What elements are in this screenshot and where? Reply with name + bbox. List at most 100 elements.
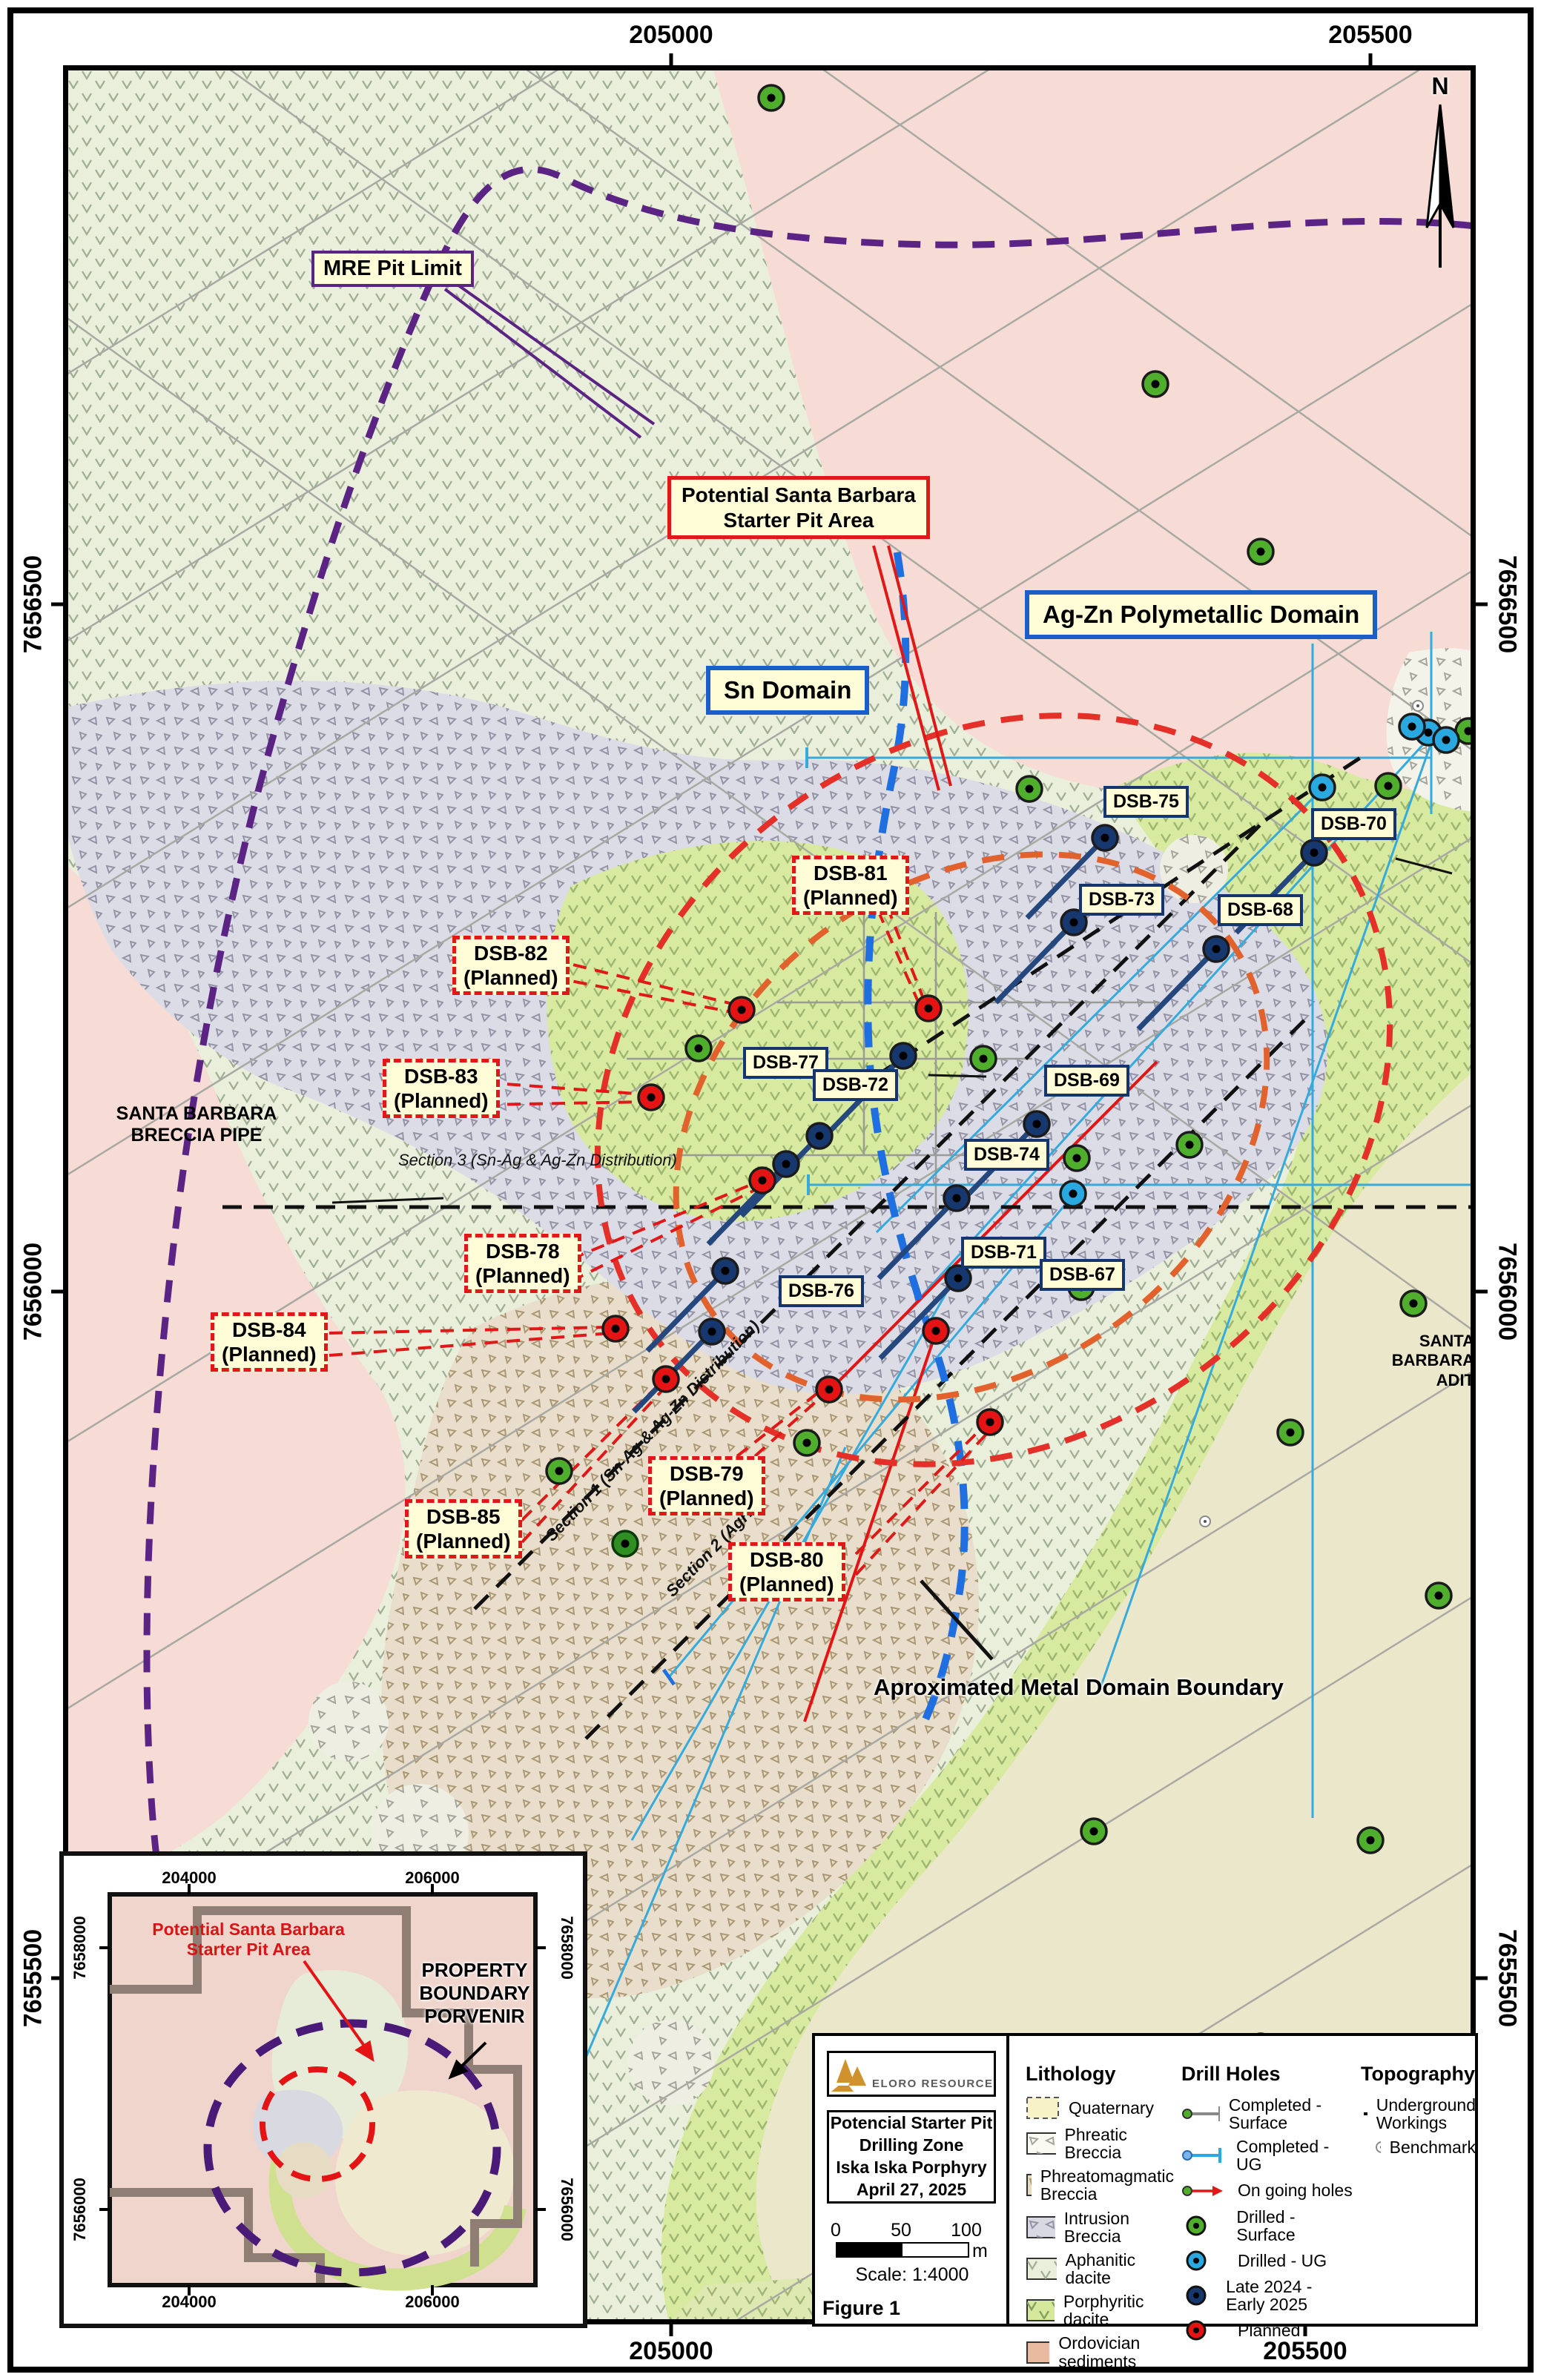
topography-label: Underground Workings <box>1376 2095 1476 2133</box>
scale-unit: m <box>972 2241 988 2261</box>
drill-hole-label: Completed - UG <box>1236 2137 1330 2175</box>
inset-bottom-coord-1: 206000 <box>405 2293 460 2311</box>
topography-symbol-icon <box>1364 2112 1367 2116</box>
inset-left-tick-0 <box>99 1946 110 1949</box>
lithology-swatch-icon <box>1026 2299 1055 2322</box>
scale-text: Scale: 1:4000 <box>855 2264 969 2285</box>
underground-workings-lines <box>331 857 1453 1204</box>
lithology-swatch-icon <box>1026 2132 1056 2155</box>
drill-hole-label: Drilled - Surface <box>1236 2207 1296 2244</box>
lithology-swatch-icon <box>1026 2341 1050 2364</box>
bottom-tick-0 <box>669 2324 673 2336</box>
lithology-swatch-icon <box>1026 2257 1057 2280</box>
topography-symbol-icon <box>1376 2141 1381 2154</box>
lithology-item: Aphanitic dacite <box>1026 2251 1174 2287</box>
metal-domain-boundary-line <box>864 509 969 1730</box>
title-line4: April 27, 2025 <box>856 2179 967 2199</box>
company-logo: ELORO RESOURCES LTD. <box>827 2051 1033 2097</box>
inset-bottom-tick-1 <box>431 2285 434 2295</box>
inset-map-svg <box>59 1851 587 2328</box>
inset-top-tick-0 <box>188 1884 191 1894</box>
drill-hole-symbol-icon <box>1186 2215 1207 2236</box>
top-coord-1: 205500 <box>1328 21 1413 49</box>
lithology-item: Phreatomagmatic Breccia <box>1026 2166 1174 2204</box>
page-border <box>7 7 1534 2373</box>
inset-location-map: PROPERTY BOUNDARY PORVENIR Potential San… <box>59 1851 587 2328</box>
figure-title: Potencial Starter Pit Drilling Zone Iska… <box>827 2110 996 2204</box>
lithology-item: Ordovician sediments <box>1026 2334 1174 2370</box>
drill-hole-item: Late 2024 - Early 2025 <box>1181 2278 1356 2313</box>
right-tick-0 <box>1476 602 1488 606</box>
lithology-item: Phreatic Breccia <box>1026 2126 1174 2161</box>
lithology-swatch-icon <box>1026 2215 1055 2238</box>
title-line1: Potencial Starter Pit <box>830 2113 993 2133</box>
bottom-tick-1 <box>1303 2324 1307 2336</box>
legend: ELORO RESOURCES LTD. Potencial Starter P… <box>812 2033 1478 2370</box>
lithology-header: Lithology <box>1026 2063 1116 2085</box>
inset-left-coord-1: 7656000 <box>70 2178 89 2241</box>
top-tick-0 <box>669 53 673 65</box>
right-coord-0: 7656500 <box>1493 555 1522 654</box>
title-line3: Iska Iska Porphyry <box>836 2158 987 2177</box>
drill-hole-label: Completed - Surface <box>1228 2095 1322 2133</box>
right-tick-1 <box>1476 1289 1488 1294</box>
scale-bar: 0 50 100 m <box>831 2220 991 2261</box>
starter-pit-ellipse-outer <box>594 713 1393 1467</box>
drill-hole-symbol-icon <box>1186 2250 1207 2271</box>
leader-lines <box>443 274 994 1661</box>
figure-number: Figure 1 <box>822 2297 901 2319</box>
lithology-label: Phreatomagmatic Breccia <box>1040 2166 1174 2204</box>
eloro-logo-icon: ELORO RESOURCES LTD. <box>831 2059 1033 2092</box>
left-coord-2: 7655500 <box>19 1928 47 2028</box>
lithology-swatch-icon <box>1026 2174 1032 2197</box>
inset-top-coord-1: 206000 <box>405 1868 460 1887</box>
drill-hole-item: Completed - Surface <box>1181 2096 1356 2132</box>
drill-hole-label: Drilled - UG <box>1238 2250 1327 2270</box>
lithology-label: Ordovician sediments <box>1058 2333 1141 2371</box>
lithology-swatch-icon <box>1026 2097 1059 2119</box>
scale-tick-50: 50 <box>891 2220 911 2241</box>
topography-item: Underground Workings <box>1361 2096 1476 2132</box>
lithology-label: Intrusion Breccia <box>1063 2208 1130 2246</box>
inset-right-coord-1: 7656000 <box>558 2178 576 2241</box>
drill-hole-item: Drilled - Surface <box>1181 2207 1356 2244</box>
drill-hole-label: Planned <box>1238 2321 1301 2341</box>
planned-label-leaders <box>329 905 991 1576</box>
drill-hole-label: Late 2024 - Early 2025 <box>1226 2276 1313 2314</box>
drill-hole-item: Completed - UG <box>1181 2137 1356 2175</box>
drill-collars <box>545 84 1476 2114</box>
top-coord-0: 205000 <box>629 21 713 49</box>
drill-hole-item: On going holes <box>1181 2180 1356 2202</box>
left-tick-1 <box>51 1289 63 1294</box>
lithology-item: Quaternary <box>1026 2096 1174 2120</box>
bottom-coord-1: 205500 <box>1263 2337 1347 2365</box>
property-line3: PORVENIR <box>424 2005 525 2027</box>
topography-item: Benchmark <box>1361 2138 1476 2157</box>
lithology-label: Porphyritic dacite <box>1063 2292 1144 2330</box>
property-line2: BOUNDARY <box>419 1982 530 2004</box>
lithology-item: Porphyritic dacite <box>1026 2293 1174 2328</box>
inset-bottom-coord-0: 204000 <box>162 2293 217 2311</box>
drill-hole-symbol-icon <box>1182 2106 1220 2122</box>
inset-bottom-tick-0 <box>188 2285 191 2295</box>
drill-hole-symbol-icon <box>1186 2285 1207 2306</box>
topography-header: Topography <box>1361 2063 1475 2085</box>
right-coord-2: 7655500 <box>1493 1928 1522 2028</box>
property-boundary-label: PROPERTY BOUNDARY PORVENIR <box>408 1959 541 2028</box>
left-tick-2 <box>51 1976 63 1980</box>
inset-left-coord-0: 7658000 <box>70 1916 89 1980</box>
north-label: N <box>1431 73 1449 99</box>
north-arrow-icon <box>1425 104 1455 268</box>
drill-hole-symbol-icon <box>1186 2320 1207 2341</box>
bottom-coord-0: 205000 <box>629 2337 713 2365</box>
title-line2: Drilling Zone <box>859 2135 964 2155</box>
drill-hole-symbol-icon <box>1182 2148 1221 2164</box>
drill-hole-item: Drilled - UG <box>1181 2250 1356 2272</box>
north-arrow: N <box>1418 73 1462 274</box>
inset-right-tick-1 <box>535 2208 546 2211</box>
